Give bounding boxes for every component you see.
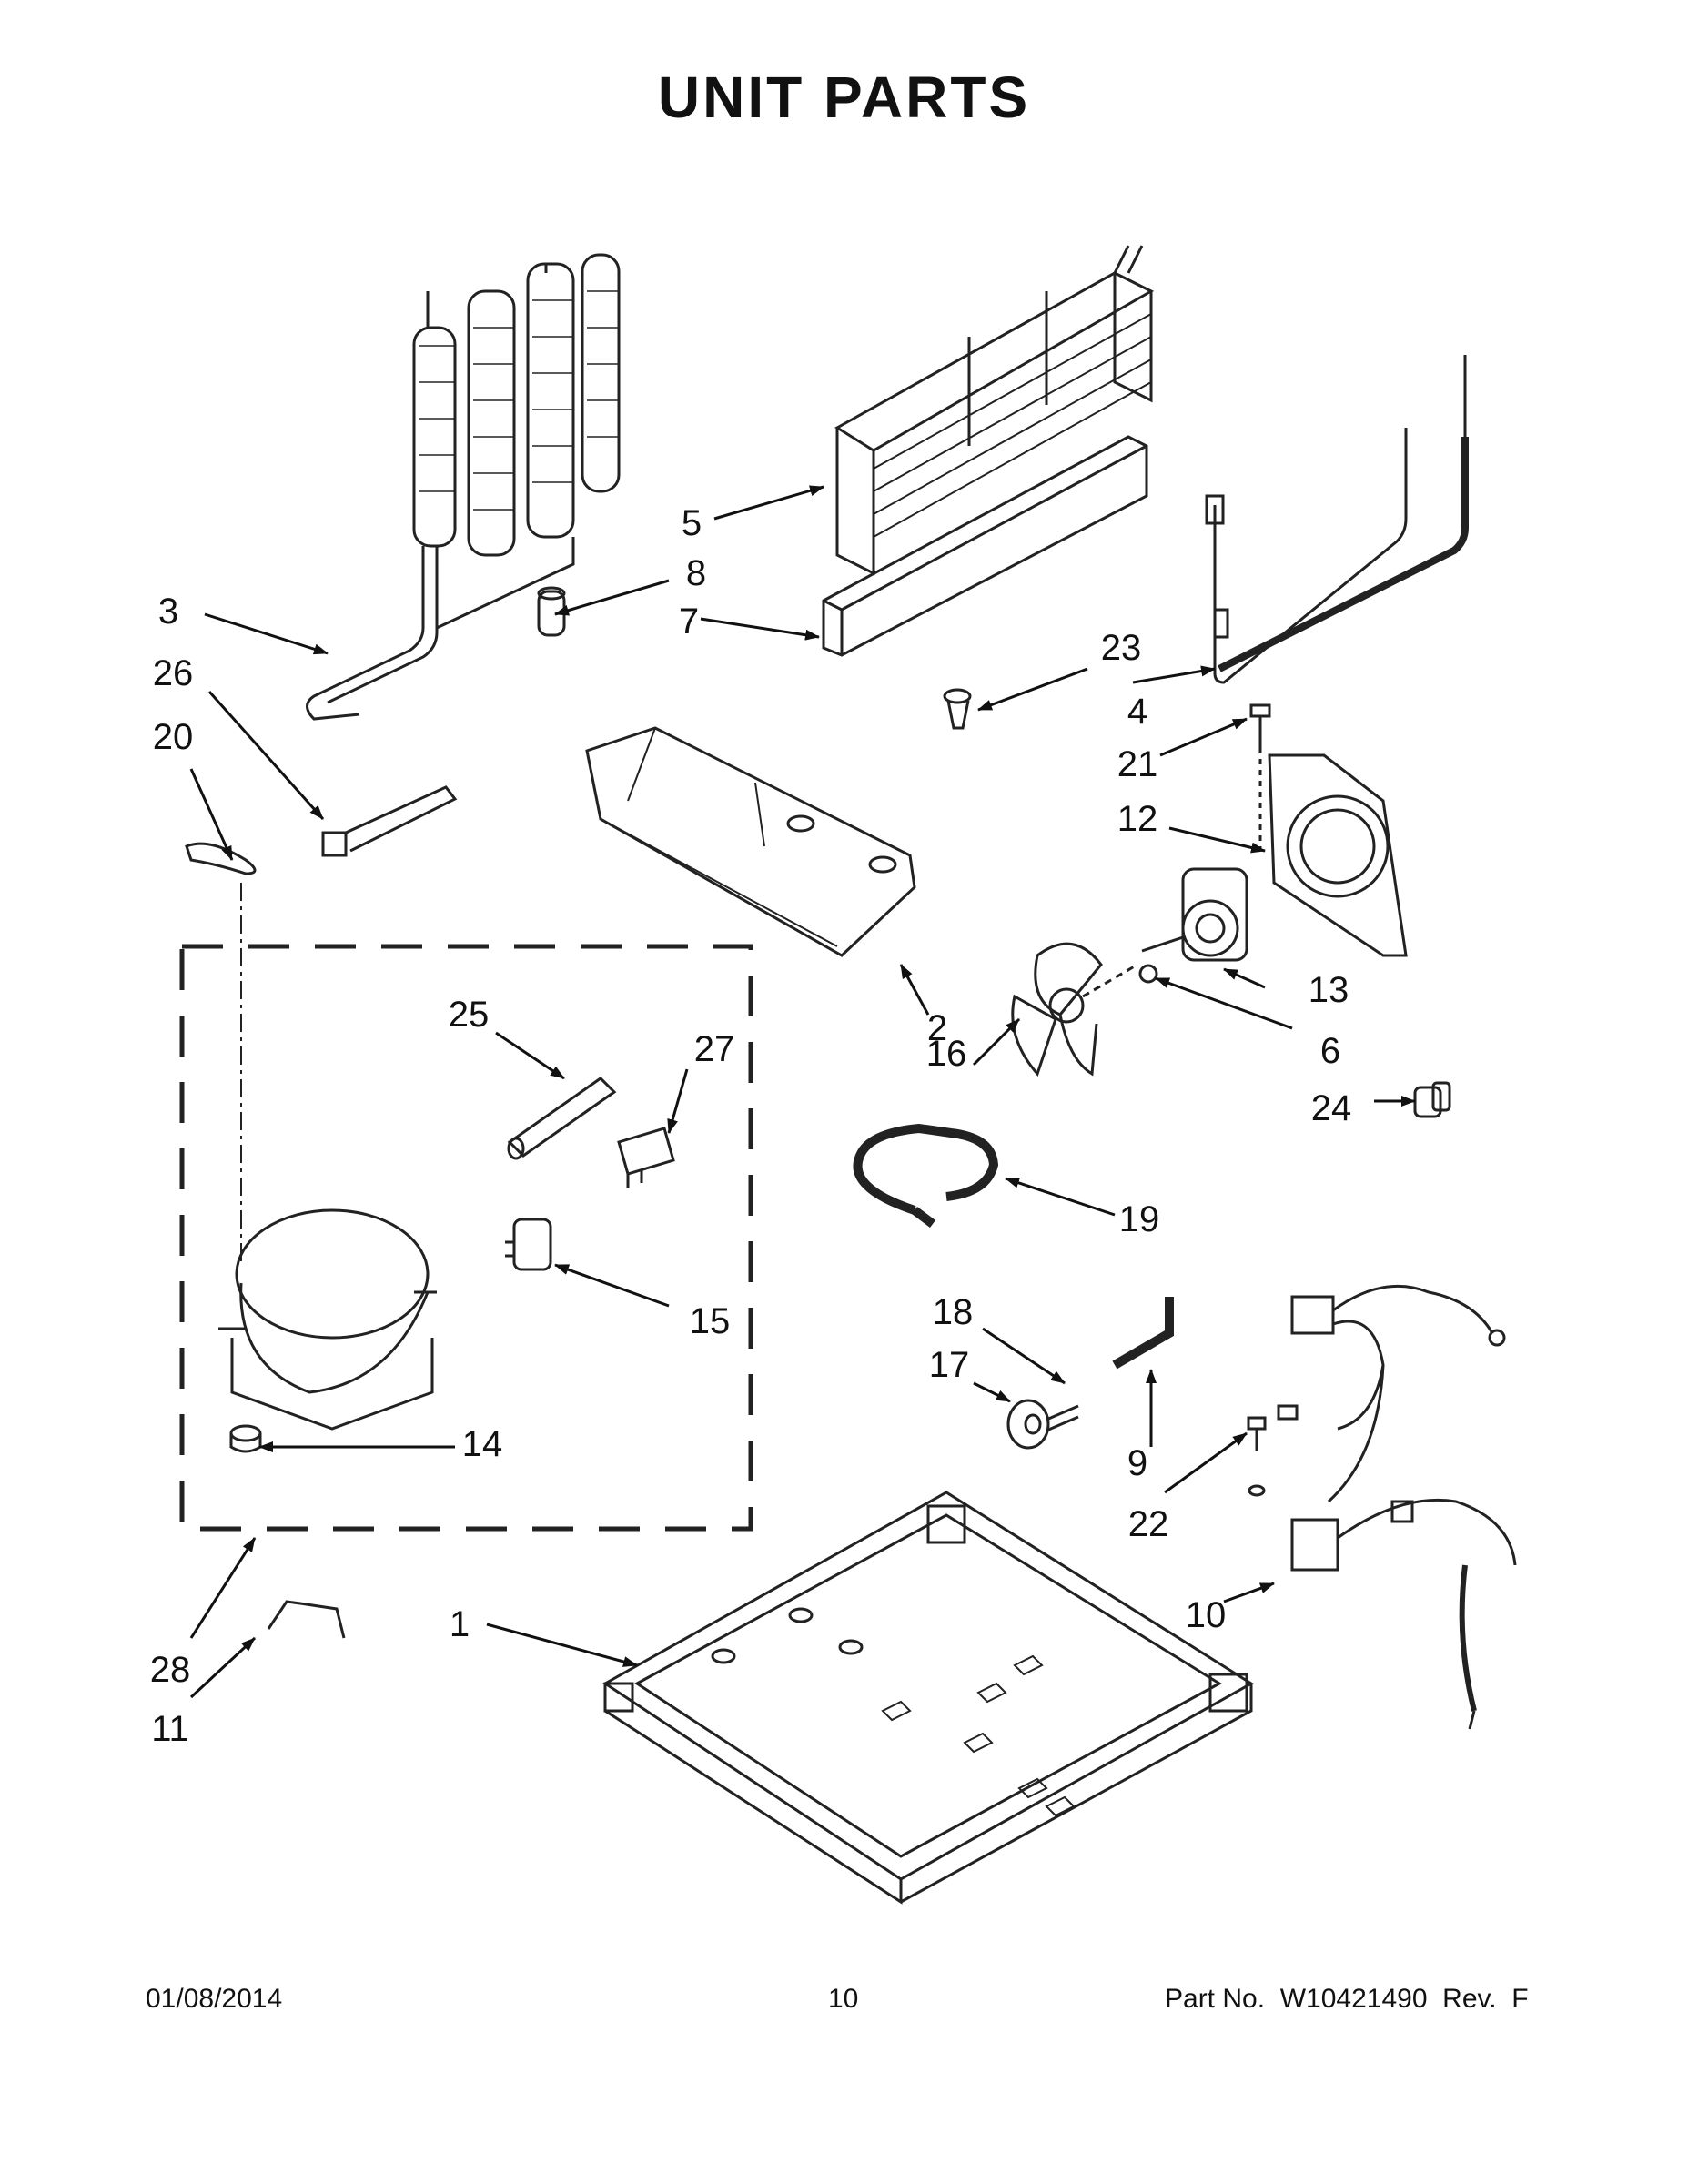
overload-part [505,1218,552,1271]
footer-date: 01/08/2014 [146,1984,283,2014]
relay-part [617,1127,675,1188]
base-frame-part [602,1491,1254,1905]
callout-11: 11 [151,1709,189,1749]
callout-5: 5 [681,503,702,543]
drain-trough-part [822,435,1148,657]
callout-7: 7 [678,602,700,642]
condenser-coil-part [306,253,621,721]
callout-6: 6 [1319,1031,1341,1071]
footer-part-number: Part No. W10421490 Rev. F [1165,1984,1529,2014]
clip-11-part [267,1600,346,1639]
roller-part [1006,1399,1079,1450]
callout-23: 23 [1100,628,1142,668]
fan-shroud-part [1268,753,1408,957]
drain-tube-part [853,1123,999,1228]
callout-20: 20 [152,717,194,757]
screw-22-part [1247,1416,1267,1497]
thermistor-harness-part [1205,355,1469,684]
leader-lines [189,485,1416,1699]
callout-9: 9 [1127,1443,1148,1483]
connector-24-part [1413,1081,1451,1118]
compressor-kit-box [179,944,753,1532]
nut-part [1138,964,1158,984]
fan-blade-part [1011,942,1138,1077]
callout-25: 25 [448,995,490,1035]
callout-3: 3 [157,592,179,632]
page-title: UNIT PARTS [657,65,1031,130]
callout-15: 15 [689,1301,731,1341]
callout-27: 27 [693,1029,735,1069]
capacitor-part [507,1077,617,1160]
callout-16: 16 [925,1034,967,1074]
cable-tie-part [321,785,458,857]
wiring-harness-part [1277,1284,1517,1730]
callout-13: 13 [1308,970,1349,1010]
compressor-part [218,1208,437,1431]
callout-22: 22 [1127,1504,1169,1544]
callout-17: 17 [928,1345,970,1385]
callout-24: 24 [1310,1088,1352,1128]
tube-9-part [1112,1297,1174,1370]
callout-1: 1 [449,1604,470,1644]
fitting-23-part [943,688,972,730]
grommet-part [229,1424,262,1453]
callout-10: 10 [1185,1595,1227,1635]
callout-21: 21 [1117,744,1158,784]
callout-19: 19 [1118,1199,1160,1239]
drain-pan-part [585,726,916,957]
callout-4: 4 [1127,692,1148,732]
footer-page-number: 10 [828,1984,859,2014]
callout-2: 2 [926,1008,948,1048]
callout-18: 18 [932,1292,974,1332]
callout-8: 8 [685,553,707,593]
clip-20-part [185,842,257,875]
callout-12: 12 [1117,799,1158,839]
callout-26: 26 [152,653,194,693]
callout-14: 14 [461,1424,503,1464]
fan-motor-part [1141,867,1248,962]
callout-28: 28 [149,1650,191,1690]
screw-21-part [1249,703,1271,848]
evaporator-part [834,245,1155,576]
